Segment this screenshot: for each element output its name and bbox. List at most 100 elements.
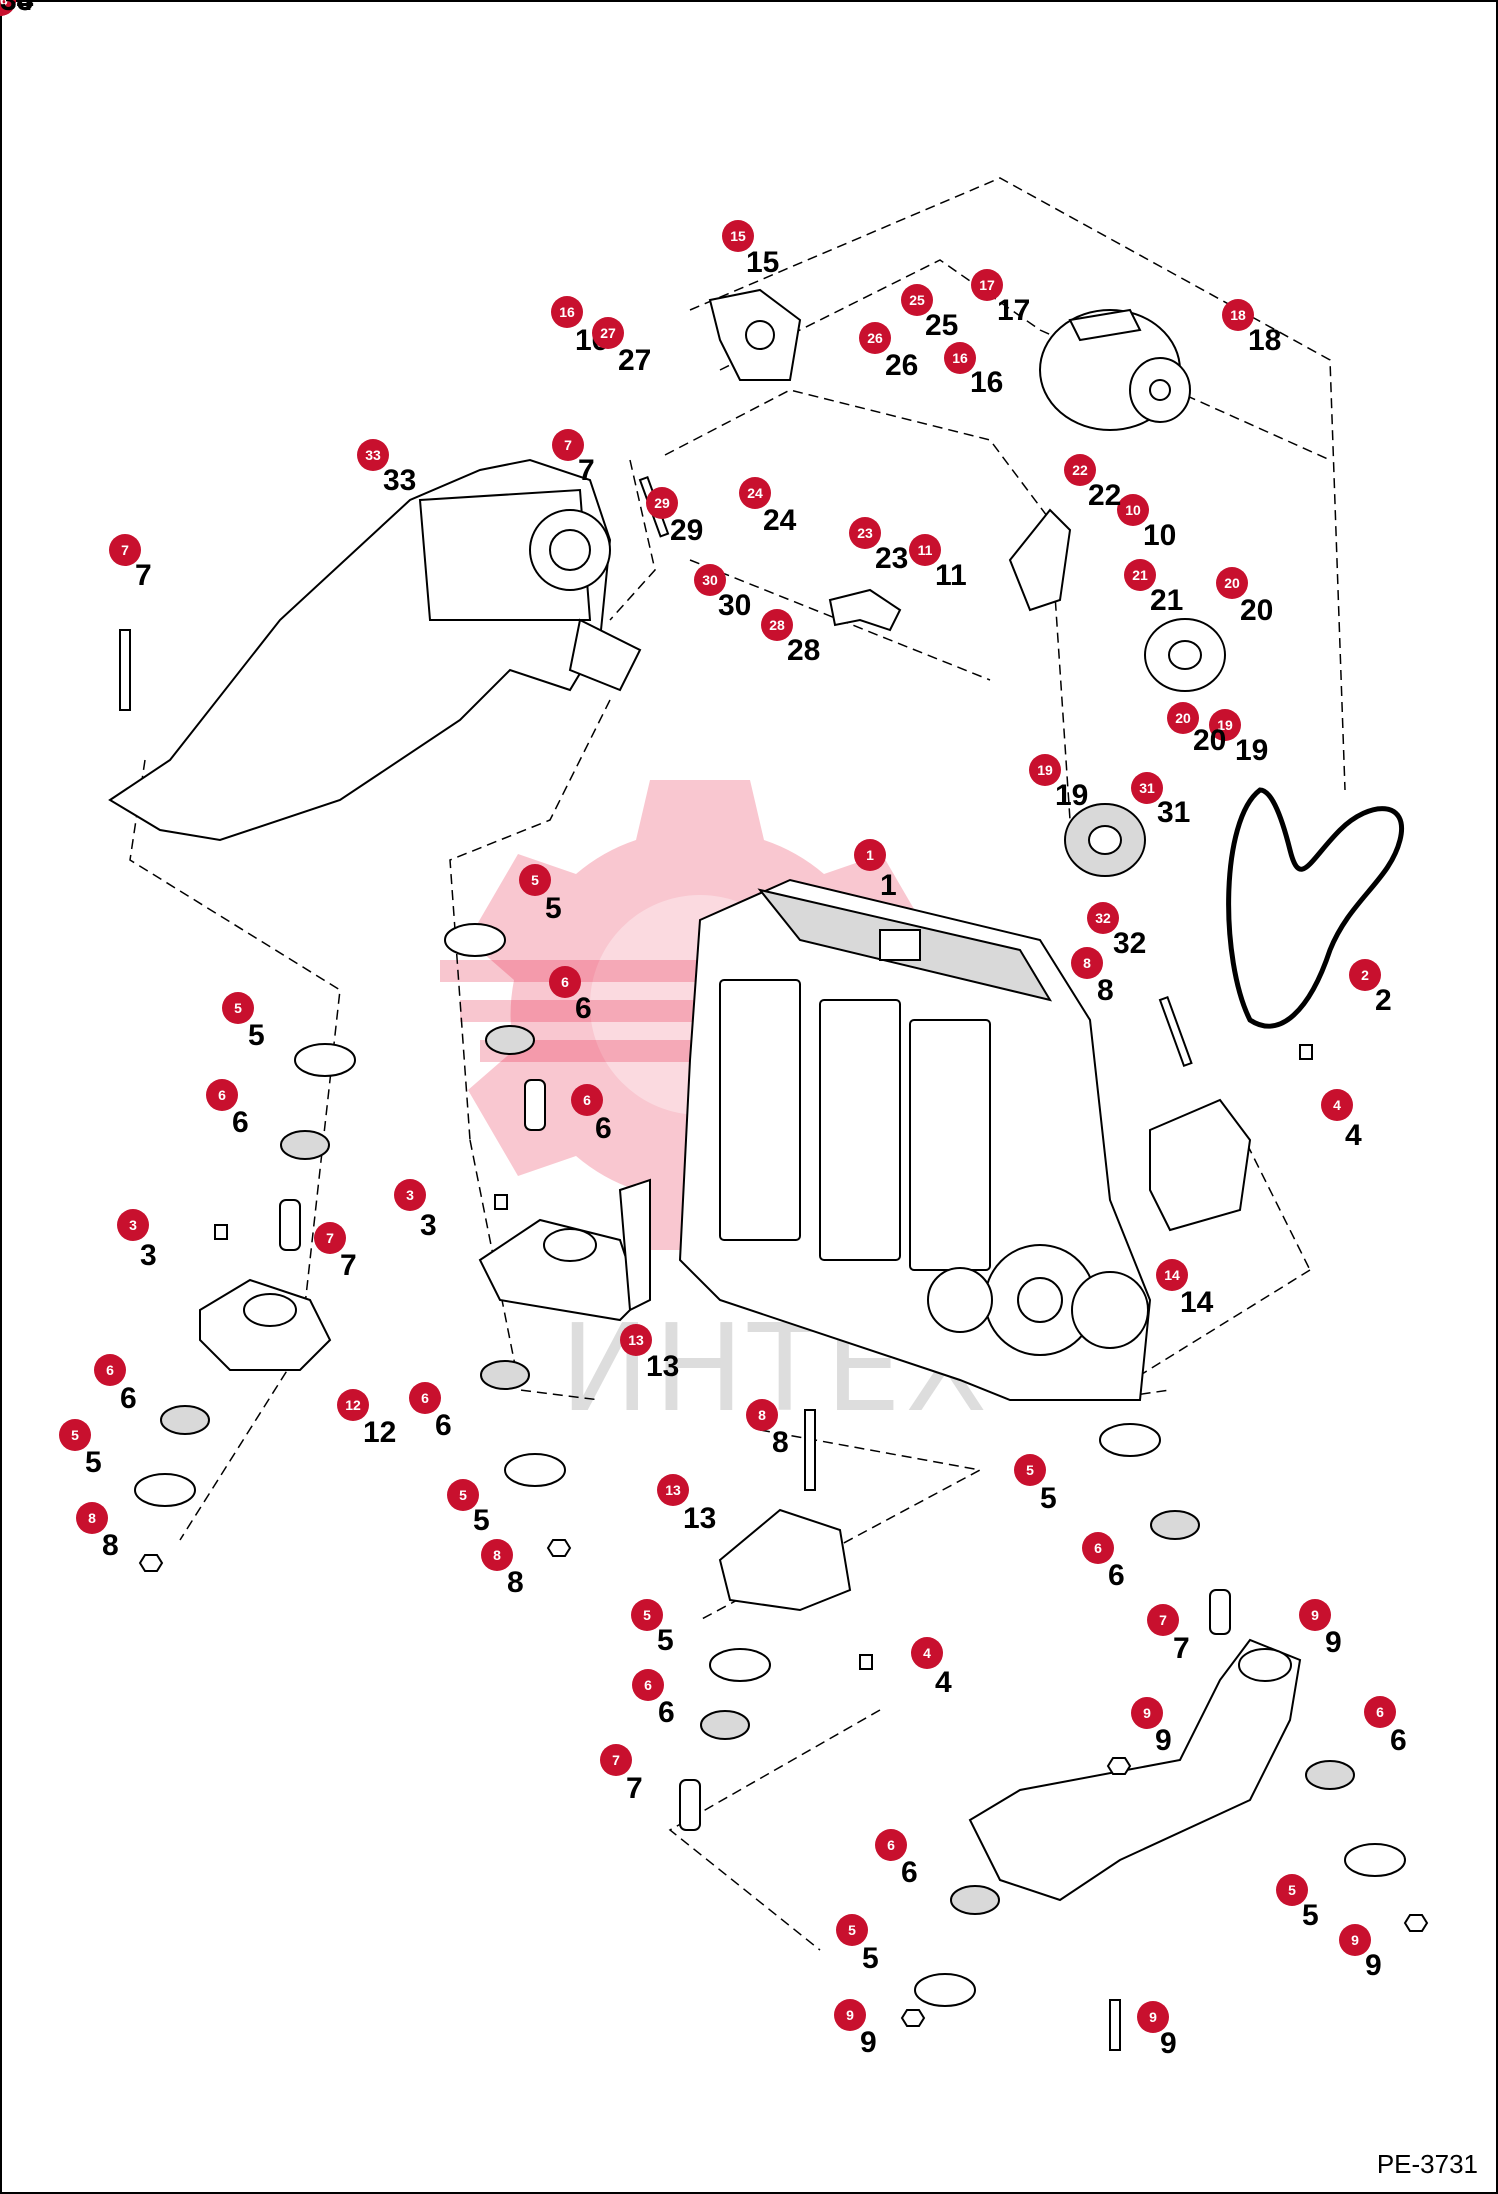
callout-badge	[632, 1669, 664, 1701]
callout-number: 33	[383, 464, 416, 497]
callout-number: 5	[85, 1446, 102, 1479]
callout-badge-number: 5	[234, 1000, 242, 1016]
callout-number: 4	[1345, 1119, 1362, 1152]
callout-badge	[117, 1209, 149, 1241]
callout-badge-number: 9	[1149, 2009, 1157, 2025]
callout-badge-number: 19	[1037, 762, 1053, 778]
callout-badge	[552, 429, 584, 461]
callout-number: 11	[935, 559, 967, 592]
callout-badge	[1131, 772, 1163, 804]
callout-badge-number: 26	[867, 330, 883, 346]
callout-number: 5	[473, 1504, 490, 1537]
callout-badge-number: 17	[979, 277, 995, 293]
callout-4: 44	[911, 1637, 952, 1699]
callout-badge	[59, 1419, 91, 1451]
callout-badge	[1321, 1089, 1353, 1121]
callout-badge	[901, 284, 933, 316]
callout-badge-number: 6	[561, 974, 569, 990]
callout-badge-number: 6	[218, 1087, 226, 1103]
callout-badge-number: 5	[531, 872, 539, 888]
callout-number: 8	[1097, 974, 1114, 1007]
alternator-bracket	[708, 288, 802, 381]
callout-badge-number: 2	[1361, 967, 1369, 983]
callout-number: 24	[763, 504, 797, 537]
callout-badge-number: 12	[345, 1397, 361, 1413]
callout-6: 66	[94, 1354, 137, 1415]
callout-number: 32	[1113, 927, 1146, 960]
callout-badge-number: 16	[952, 350, 968, 366]
callout-badge-number: 8	[493, 1547, 501, 1563]
callout-number: 9	[1365, 1949, 1382, 1982]
callout-badge-number: 6	[887, 1837, 895, 1853]
callout-badge	[337, 1389, 369, 1421]
callout-badge	[1014, 1454, 1046, 1486]
callout-number: 2	[1375, 984, 1392, 1017]
callout-badge	[1029, 754, 1061, 786]
drive-belt	[1226, 787, 1404, 1029]
callout-badge-number: 13	[628, 1332, 644, 1348]
callout-number: 5	[862, 1942, 879, 1975]
callout-number: 9	[860, 2026, 877, 2059]
callout-badge	[1147, 1604, 1179, 1636]
alternator	[1039, 308, 1191, 431]
callout-badge	[1131, 1697, 1163, 1729]
callout-badge-number: 9	[1143, 1705, 1151, 1721]
callout-7: 77	[600, 1744, 643, 1805]
callout-number: 5	[1302, 1899, 1319, 1932]
engine-mount-front-bracket	[718, 1508, 852, 1612]
callout-badge-number: 24	[747, 485, 763, 501]
callout-badge	[746, 1399, 778, 1431]
callout-number: 20	[1193, 724, 1226, 757]
callout-number: 7	[578, 454, 595, 487]
callout-badge-number: 36	[0, 0, 8, 8]
callout-number: 19	[1235, 734, 1268, 767]
callout-number: 6	[232, 1106, 249, 1139]
callout-badge-number: 6	[644, 1677, 652, 1693]
callout-badge	[394, 1179, 426, 1211]
callout-number: 6	[901, 1856, 918, 1889]
callout-badge	[657, 1474, 689, 1506]
callout-badge-number: 9	[1351, 1932, 1359, 1948]
callout-badge	[971, 269, 1003, 301]
engine-mount-center	[478, 1178, 651, 1322]
callout-badge-number: 7	[564, 437, 572, 453]
callout-badge-number: 8	[88, 1510, 96, 1526]
callout-badge	[592, 317, 624, 349]
callout-number: 13	[683, 1502, 716, 1535]
callout-number: 7	[626, 1772, 643, 1805]
callout-badge	[109, 534, 141, 566]
callout-badge	[1349, 959, 1381, 991]
callout-number: 17	[997, 294, 1030, 327]
callout-badge	[911, 1637, 943, 1669]
callout-3: 33	[394, 1179, 437, 1242]
engine-mount-left	[199, 1278, 332, 1371]
callout-badge-number: 14	[1164, 1267, 1180, 1283]
callout-badge	[571, 1084, 603, 1116]
callout-number: 15	[746, 246, 779, 279]
callout-badge-number: 23	[857, 525, 873, 541]
callout-number: 9	[1155, 1724, 1172, 1757]
callout-badge-number: 8	[1083, 955, 1091, 971]
callout-2: 22	[1349, 959, 1392, 1017]
callout-badge-number: 5	[1288, 1882, 1296, 1898]
callout-badge-number: 13	[665, 1482, 681, 1498]
callout-number: 7	[340, 1249, 357, 1282]
callout-badge	[761, 609, 793, 641]
callout-badge	[551, 296, 583, 328]
callout-9: 99	[1299, 1599, 1342, 1659]
callout-6: 66	[1364, 1696, 1407, 1757]
callout-number: 22	[1088, 479, 1121, 512]
callout-number: 9	[1325, 1626, 1342, 1659]
